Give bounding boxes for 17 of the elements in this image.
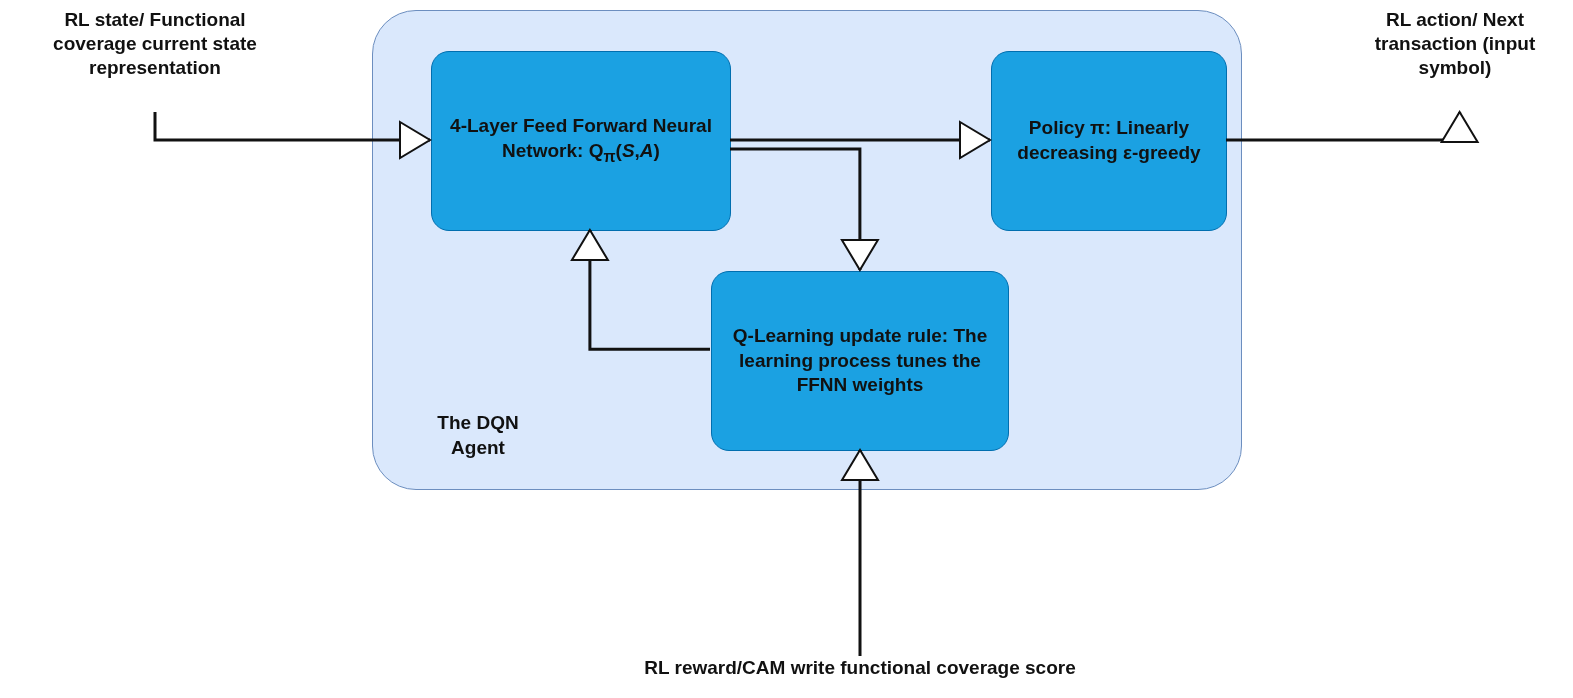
process-box [711,271,1009,451]
agent-container [372,10,1242,490]
process-box [991,51,1227,231]
arrow [730,147,879,271]
input-label: RL reward/CAM write functional coverage score [560,656,1160,686]
arrow [1226,111,1479,143]
box-text: 4-Layer Feed Forward Neural Network: Q$_{π}$(S,A) [449,114,713,167]
box-text: Policy π: Linearly decreasing ε-greedy [1016,116,1202,165]
arrow [153,112,431,159]
arrow [570,229,710,351]
group-title: The DQN Agent [436,411,520,460]
input-label: RL state/ Functional coverage current state representation [40,8,270,112]
arrow [730,121,991,159]
process-box [431,51,731,231]
arrow [841,449,879,656]
box-text: Q-Learning update rule: The learning process tunes the FFNN weights [731,323,989,398]
output-label: RL action/ Next transaction (input symbol) [1340,8,1570,112]
